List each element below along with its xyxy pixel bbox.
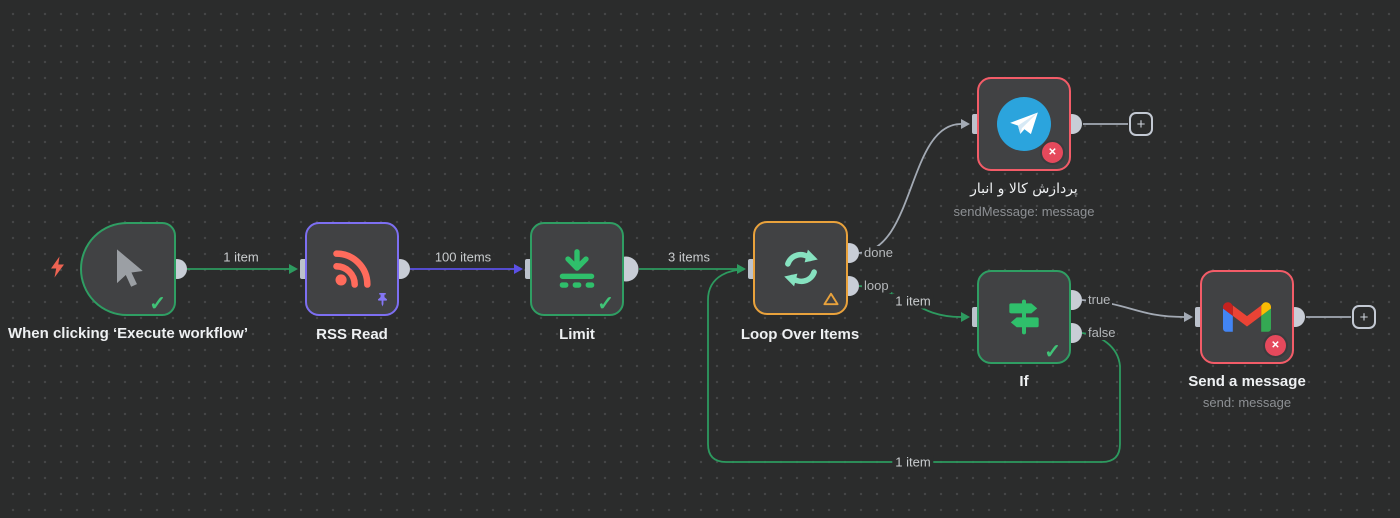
node-loop-over-items[interactable] — [753, 221, 848, 315]
trigger-bolt-icon — [51, 256, 64, 278]
warning-triangle-icon — [823, 292, 839, 306]
pinned-pin-icon — [377, 292, 388, 307]
success-check-icon: ✓ — [597, 293, 614, 315]
edge-label-trigger-rss: 1 item — [220, 249, 262, 265]
port-label-loop: loop — [862, 278, 891, 293]
edge-label-rss-limit: 100 items — [431, 249, 495, 265]
node-telegram[interactable]: ✕ — [977, 77, 1071, 171]
add-node-button-telegram[interactable]: + — [1129, 112, 1153, 136]
node-title-limit: Limit — [559, 326, 595, 343]
node-gmail[interactable]: ✕ — [1200, 270, 1294, 364]
node-if[interactable]: ✓ — [977, 270, 1071, 364]
edge-label-loop-if: 1 item — [892, 293, 934, 309]
loop-sync-icon — [755, 223, 846, 313]
telegram-icon — [979, 79, 1069, 169]
node-title-rss: RSS Read — [316, 326, 388, 343]
success-check-icon: ✓ — [149, 293, 166, 315]
node-limit[interactable]: ✓ — [530, 222, 624, 316]
error-badge-icon: ✕ — [1263, 333, 1288, 358]
port-label-true: true — [1086, 292, 1113, 307]
edge-if-false-loopback[interactable] — [707, 268, 1121, 463]
node-subtitle-gmail: send: message — [1202, 395, 1292, 410]
error-badge-icon: ✕ — [1040, 140, 1065, 165]
limit-icon — [532, 224, 622, 314]
success-check-icon: ✓ — [1044, 341, 1061, 363]
arrowhead-rss-input — [289, 264, 298, 274]
add-node-button-gmail[interactable]: + — [1352, 305, 1376, 329]
node-title-loop: Loop Over Items — [740, 326, 860, 343]
node-subtitle-telegram: sendMessage: message — [953, 204, 1095, 219]
node-title-gmail: Send a message — [1188, 373, 1306, 390]
port-label-done: done — [862, 245, 895, 260]
arrowhead-if-input — [961, 312, 970, 322]
node-title-if: If — [1019, 373, 1029, 390]
arrowhead-telegram-input — [961, 119, 970, 129]
node-title-trigger: When clicking ‘Execute workflow’ — [7, 325, 249, 342]
arrowhead-gmail-input — [1184, 312, 1193, 322]
if-signpost-icon — [979, 272, 1069, 362]
port-label-false: false — [1086, 325, 1118, 340]
edge-label-if-loopback: 1 item — [892, 454, 934, 470]
gmail-icon — [1202, 272, 1292, 362]
rss-icon — [307, 224, 397, 314]
node-rss-read[interactable] — [305, 222, 399, 316]
edge-label-limit-loop: 3 items — [665, 249, 713, 265]
cursor-icon — [82, 224, 174, 314]
node-title-telegram: پردازش کالا و انبار — [970, 181, 1078, 197]
arrowhead-limit-input — [514, 264, 523, 274]
node-trigger[interactable]: ✓ — [80, 222, 176, 316]
